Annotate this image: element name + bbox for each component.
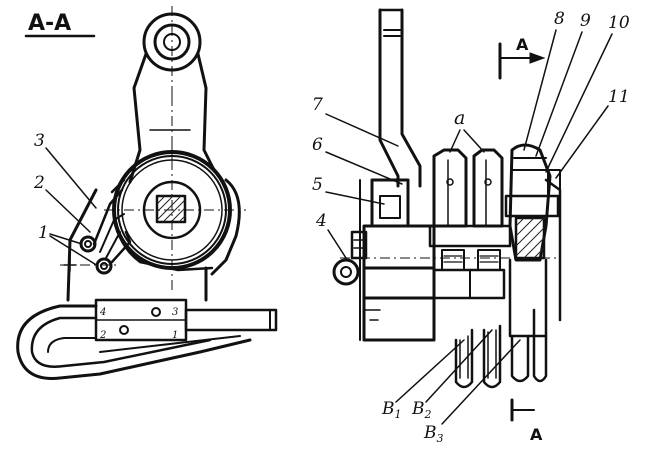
plate-mark-top-left: 4 xyxy=(99,307,106,318)
callout-5: 5 xyxy=(312,175,323,195)
eye-bolt xyxy=(332,230,368,286)
section-view-a-a: А-А xyxy=(16,6,278,380)
section-mark-top: А xyxy=(516,35,529,54)
section-marker-top: А xyxy=(498,35,546,80)
clamp-plate: 4 3 2 1 xyxy=(94,298,188,342)
bottom-prongs xyxy=(363,308,548,389)
section-marker-bottom: А xyxy=(510,398,543,444)
callout-b2: В2 xyxy=(411,399,432,421)
rod-and-hook xyxy=(16,304,278,380)
callout-1: 1 xyxy=(38,223,49,243)
tool-holders-group-a xyxy=(428,148,512,300)
plate-mark-top-right: 3 xyxy=(172,307,178,318)
callout-b3: В3 xyxy=(423,423,444,445)
callout-7: 7 xyxy=(312,95,323,115)
callout-2: 2 xyxy=(33,173,45,193)
lever-top-eye xyxy=(142,6,202,96)
view-title: А-А xyxy=(28,11,71,36)
callout-6: 6 xyxy=(312,135,323,155)
handle-rod xyxy=(378,8,422,188)
callout-4: 4 xyxy=(315,211,327,231)
callout-a: а xyxy=(454,107,465,129)
plate-mark-bottom-right: 1 xyxy=(172,330,178,341)
cutting-wheel xyxy=(504,143,562,338)
side-view: А xyxy=(312,8,630,445)
plate-mark-bottom-left: 2 xyxy=(99,330,106,341)
callout-3: 3 xyxy=(34,131,45,151)
roller-wheel xyxy=(104,140,246,290)
section-mark-bottom: А xyxy=(530,425,543,444)
callout-9: 9 xyxy=(580,11,591,31)
callout-b1: В1 xyxy=(381,399,402,421)
callout-10: 10 xyxy=(608,13,630,33)
left-callouts: 3 2 1 xyxy=(33,131,99,267)
callout-8: 8 xyxy=(554,9,565,29)
right-callouts: 7 6 5 4 8 9 10 11 а В1 В2 В3 xyxy=(312,9,630,445)
callout-11: 11 xyxy=(608,87,630,107)
